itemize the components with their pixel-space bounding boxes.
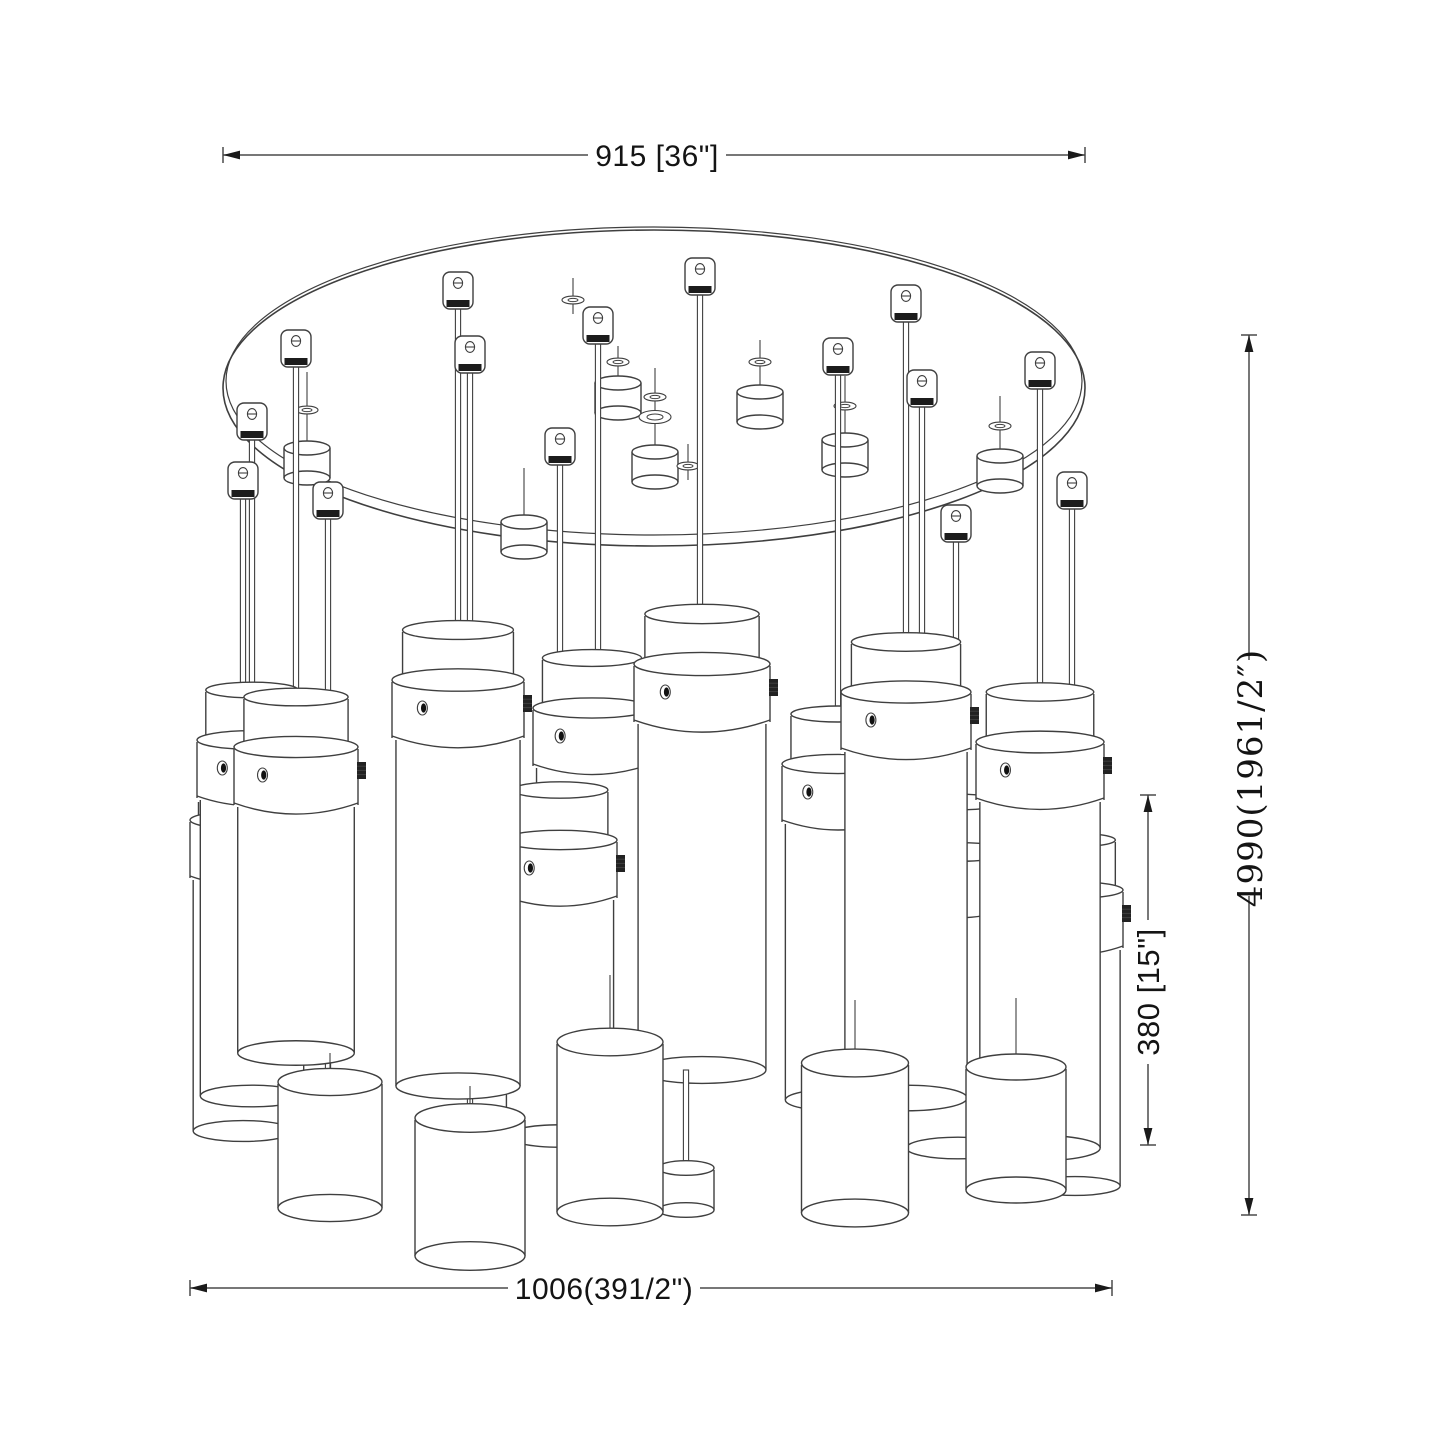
- spare-gland: [283, 372, 331, 486]
- cord-grip: [822, 337, 854, 715]
- cord-grip: [280, 329, 312, 698]
- spare-gland: [976, 396, 1024, 494]
- shade-height-label: 380 [15"]: [1131, 928, 1166, 1056]
- canopy-diameter-label: 915 [36"]: [595, 140, 719, 173]
- knurled-screw: [1103, 757, 1112, 774]
- dimension-annotations: 915 [36"] 4990(1961/2″) 380 [15"]: [189, 140, 1271, 1306]
- cord-grip: [1056, 471, 1088, 841]
- pendant-cylinder: [233, 687, 366, 1066]
- knurled-screw: [970, 707, 979, 724]
- knurled-screw: [357, 762, 366, 779]
- spare-gland: [631, 368, 679, 490]
- cord-grip: [684, 257, 716, 615]
- spare-gland: [821, 376, 869, 478]
- canopy-top-rim: [225, 226, 1083, 536]
- knurled-screw: [1122, 905, 1131, 922]
- pendant-cylinder: [633, 603, 778, 1085]
- spare-gland: [736, 340, 784, 430]
- knurled-screw: [769, 679, 778, 696]
- canopy-disc: [222, 226, 1086, 547]
- cord-grip: [236, 402, 268, 691]
- cord-grip: [906, 369, 938, 646]
- dimension-canopy-diameter: 915 [36"]: [222, 140, 1086, 173]
- washer: [561, 278, 585, 314]
- lower-cylinder: [965, 998, 1067, 1204]
- dimension-shade-height: 380 [15"]: [1131, 794, 1166, 1146]
- spare-gland: [500, 468, 548, 560]
- cord-grip: [890, 284, 922, 643]
- overall-spread-label: 1006(391/2"): [515, 1273, 693, 1306]
- dimension-overall-spread: 1006(391/2"): [189, 1273, 1113, 1306]
- knurled-screw: [616, 855, 625, 872]
- lower-cylinder: [800, 1000, 910, 1228]
- knurled-screw: [523, 695, 532, 712]
- pendant-cylinder: [391, 619, 532, 1100]
- lower-cylinder: [277, 1053, 383, 1223]
- lower-cylinder: [414, 1086, 526, 1271]
- spare-gland: [594, 346, 642, 421]
- overall-height-label: 4990(1961/2″): [1231, 649, 1271, 907]
- cord-grip: [1024, 351, 1056, 693]
- dimension-overall-height: 4990(1961/2″): [1231, 334, 1271, 1216]
- lower-cylinder: [657, 1069, 715, 1218]
- lower-pendant-tier: [277, 975, 1067, 1271]
- pendant-cylinder: [840, 632, 979, 1112]
- lower-cylinder: [556, 975, 664, 1227]
- canopy-bottom-rim: [222, 229, 1086, 547]
- washer: [676, 444, 700, 480]
